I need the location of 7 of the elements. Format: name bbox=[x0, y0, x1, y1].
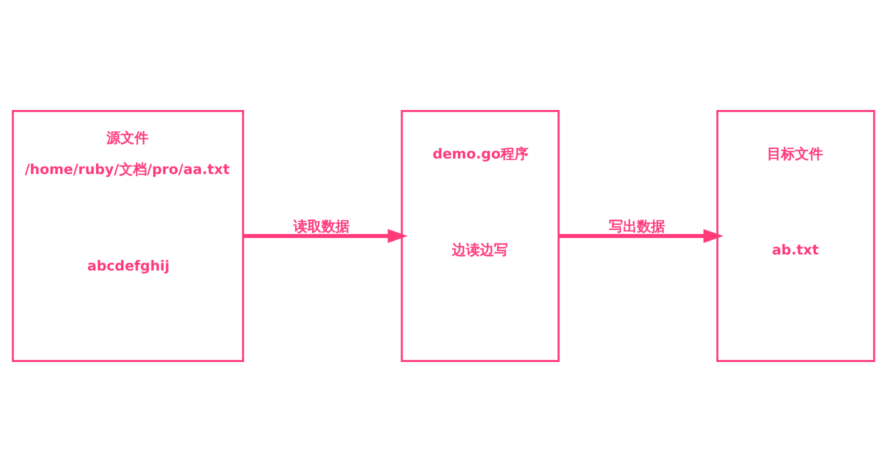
arrow bbox=[558, 229, 724, 243]
node-box: 源文件 /home/ruby/文档/pro/aa.txt abcdefghij bbox=[12, 110, 244, 362]
edge-label: 读取数据 bbox=[294, 219, 350, 236]
edge-label: 写出数据 bbox=[609, 219, 666, 236]
node-box: 目标文件 ab.txt bbox=[716, 110, 876, 362]
arrow bbox=[243, 229, 408, 243]
node-box: demo.go程序 边读边写 bbox=[400, 110, 560, 362]
